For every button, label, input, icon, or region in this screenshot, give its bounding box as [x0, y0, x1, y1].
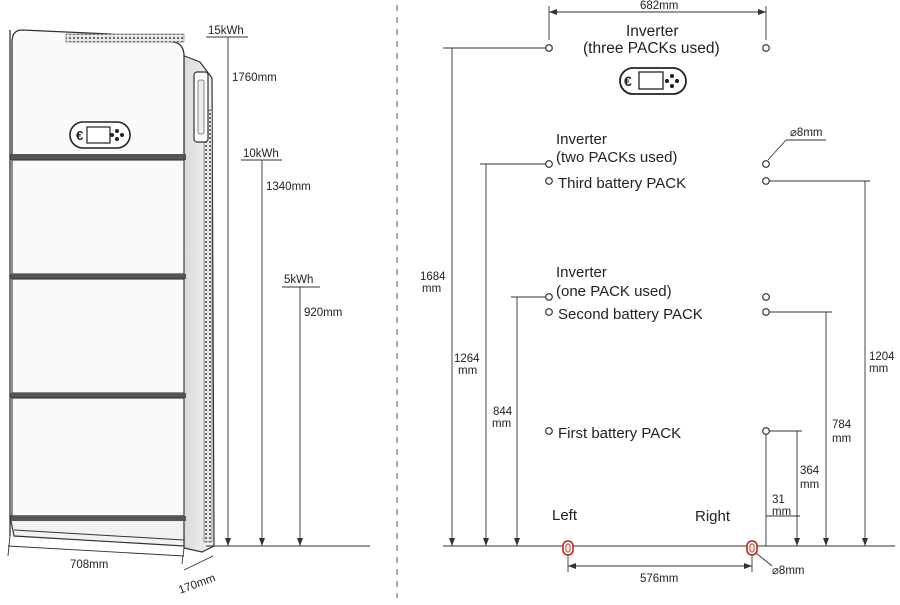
base-hole-diameter: ⌀8mm	[772, 565, 804, 577]
hole-inverter-two-left	[545, 160, 553, 168]
dim-784-value: 784	[832, 419, 852, 431]
left-dimensions	[7, 36, 370, 571]
height-1760mm: 1760mm	[232, 72, 277, 84]
right-dimension-arrows	[449, 9, 868, 569]
base-hole-right	[746, 540, 758, 556]
pack-separator-3	[10, 393, 186, 398]
inverter-one-label-2: (one PACK used)	[556, 283, 672, 300]
second-pack-label: Second battery PACK	[558, 306, 703, 323]
hole-third-pack-left	[545, 177, 553, 185]
base-anchor-holes	[562, 540, 758, 556]
side-vent-grille	[203, 109, 213, 543]
battery-cabinet-drawing: €	[9, 29, 215, 553]
inverter-one-label-1: Inverter	[556, 264, 607, 281]
battery-pack-3	[11, 159, 185, 275]
dim-784-unit: mm	[832, 433, 851, 445]
dim-844-value: 844	[493, 406, 513, 418]
dim-1264-value: 1264	[454, 353, 480, 365]
dim-31-unit: mm	[772, 506, 791, 518]
depth-170mm: 170mm	[177, 572, 217, 596]
pack-separator-2	[10, 274, 186, 279]
battery-pack-1	[11, 397, 185, 517]
inverter-two-label-2: (two PACKs used)	[556, 149, 677, 166]
hole-first-pack-left	[545, 427, 553, 435]
hole-diameter-label: ⌀8mm	[790, 127, 822, 139]
inverter-three-label-2: (three PACKs used)	[583, 40, 720, 57]
hole-inverter-one-left	[545, 293, 553, 301]
base-hole-left	[562, 540, 574, 556]
mounting-holes	[545, 44, 770, 435]
height-920mm: 920mm	[304, 307, 342, 319]
dim-1684-value: 1684	[420, 271, 446, 283]
base-spacing-576mm: 576mm	[640, 573, 678, 585]
top-vent-strip	[65, 33, 185, 43]
svg-text:€: €	[624, 73, 632, 89]
hole-second-pack-right	[762, 308, 770, 316]
pack-separator-1	[10, 154, 186, 160]
dim-364-unit: mm	[800, 479, 819, 491]
inverter-module	[11, 29, 185, 157]
hole-inverter-one-right	[762, 293, 770, 301]
inverter-display-panel: €	[69, 121, 131, 149]
capacity-5kwh: 5kWh	[284, 274, 313, 286]
hole-third-pack-right	[762, 177, 770, 185]
dim-1204-unit: mm	[869, 363, 888, 375]
hole-first-pack-right	[762, 427, 770, 435]
hole-inverter-three-left	[545, 44, 553, 52]
third-pack-label: Third battery PACK	[558, 175, 686, 192]
dim-844-unit: mm	[492, 418, 511, 430]
dim-364-value: 364	[800, 465, 820, 477]
left-side-label: Left	[552, 507, 578, 524]
hole-inverter-three-right	[762, 44, 770, 52]
height-1340mm: 1340mm	[266, 181, 311, 193]
dim-1684-unit: mm	[422, 283, 441, 295]
svg-text:€: €	[76, 128, 83, 143]
left-dimension-arrows	[225, 538, 303, 546]
inverter-display-icon: €	[619, 67, 687, 95]
capacity-10kwh: 10kWh	[243, 148, 279, 160]
battery-pack-2	[11, 278, 185, 394]
dim-31-value: 31	[772, 494, 785, 506]
dim-1264-unit: mm	[458, 365, 477, 377]
first-pack-label: First battery PACK	[558, 425, 681, 442]
dim-1204-value: 1204	[869, 351, 895, 363]
inverter-two-label-1: Inverter	[556, 131, 607, 148]
hole-inverter-two-right	[762, 160, 770, 168]
hole-second-pack-left	[545, 308, 553, 316]
mounting-layout-lines	[443, 6, 895, 572]
capacity-15kwh: 15kWh	[208, 25, 244, 37]
width-708mm: 708mm	[70, 559, 108, 571]
top-spacing-682mm: 682mm	[640, 0, 678, 12]
right-side-label: Right	[695, 508, 731, 525]
inverter-three-label-1: Inverter	[626, 23, 679, 40]
